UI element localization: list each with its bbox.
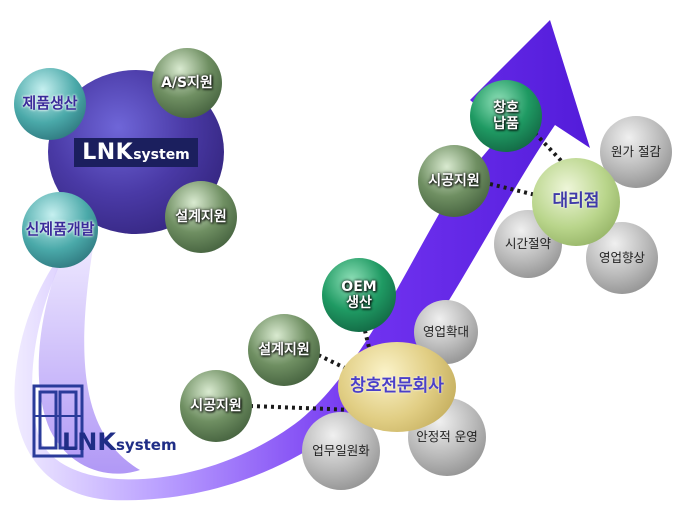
node-label: 설계지원 — [258, 341, 310, 358]
node-label: 제품생산 — [22, 94, 78, 113]
logo-brand-big: LNK — [62, 428, 116, 456]
node-sales-expansion: 영업확대 — [414, 300, 478, 364]
node-label: 시공지원 — [190, 397, 242, 414]
hub-agency: 대리점 — [532, 158, 620, 246]
node-window-delivery: 창호 납품 — [470, 80, 542, 152]
node-label-line1: 창호 — [493, 99, 519, 116]
hub-label: 창호전문회사 — [350, 376, 444, 397]
node-label: 원가 절감 — [611, 143, 661, 159]
node-product-production: 제품생산 — [14, 68, 86, 140]
node-label: 영업확대 — [422, 323, 469, 339]
node-label: 설계지원 — [175, 208, 227, 225]
node-new-product-dev: 신제품개발 — [22, 192, 98, 268]
node-sales-improvement: 영업향상 — [586, 222, 658, 294]
node-label: 업무일원화 — [312, 442, 370, 458]
arrow-body — [14, 20, 591, 501]
lnk-brand-small: system — [133, 146, 190, 163]
node-install-support-2: 시공지원 — [418, 145, 490, 217]
lnk-window-logo-icon — [32, 384, 84, 458]
node-label: 시간절약 — [504, 235, 551, 251]
node-design-support-2: 설계지원 — [248, 314, 320, 386]
logo-wordmark: LNKsystem — [62, 428, 177, 456]
node-label-line2: 생산 — [346, 295, 372, 311]
node-design-support-top: 설계지원 — [165, 181, 237, 253]
arrow-tail-fade — [38, 236, 140, 474]
lnk-brand-big: LNK — [82, 139, 134, 165]
lnk-system-label: LNKsystem — [74, 137, 198, 167]
logo-brand-small: system — [115, 436, 177, 454]
node-as-support: A/S지원 — [152, 48, 222, 118]
node-label: 시공지원 — [428, 172, 480, 189]
node-oem-production: OEM 생산 — [322, 258, 396, 332]
node-install-support-1: 시공지원 — [180, 370, 252, 442]
hub-label: 대리점 — [552, 191, 600, 212]
node-label: 안정적 운영 — [416, 428, 478, 444]
node-label: 신제품개발 — [25, 220, 95, 239]
node-label: 영업향상 — [598, 249, 645, 265]
connector-install-agency — [489, 182, 541, 198]
hub-window-company: 창호전문회사 — [338, 342, 456, 432]
connector-design-window — [311, 350, 346, 370]
node-label-line2: 납품 — [493, 116, 519, 132]
node-label-line1: OEM — [341, 278, 377, 295]
node-label: A/S지원 — [161, 74, 213, 91]
